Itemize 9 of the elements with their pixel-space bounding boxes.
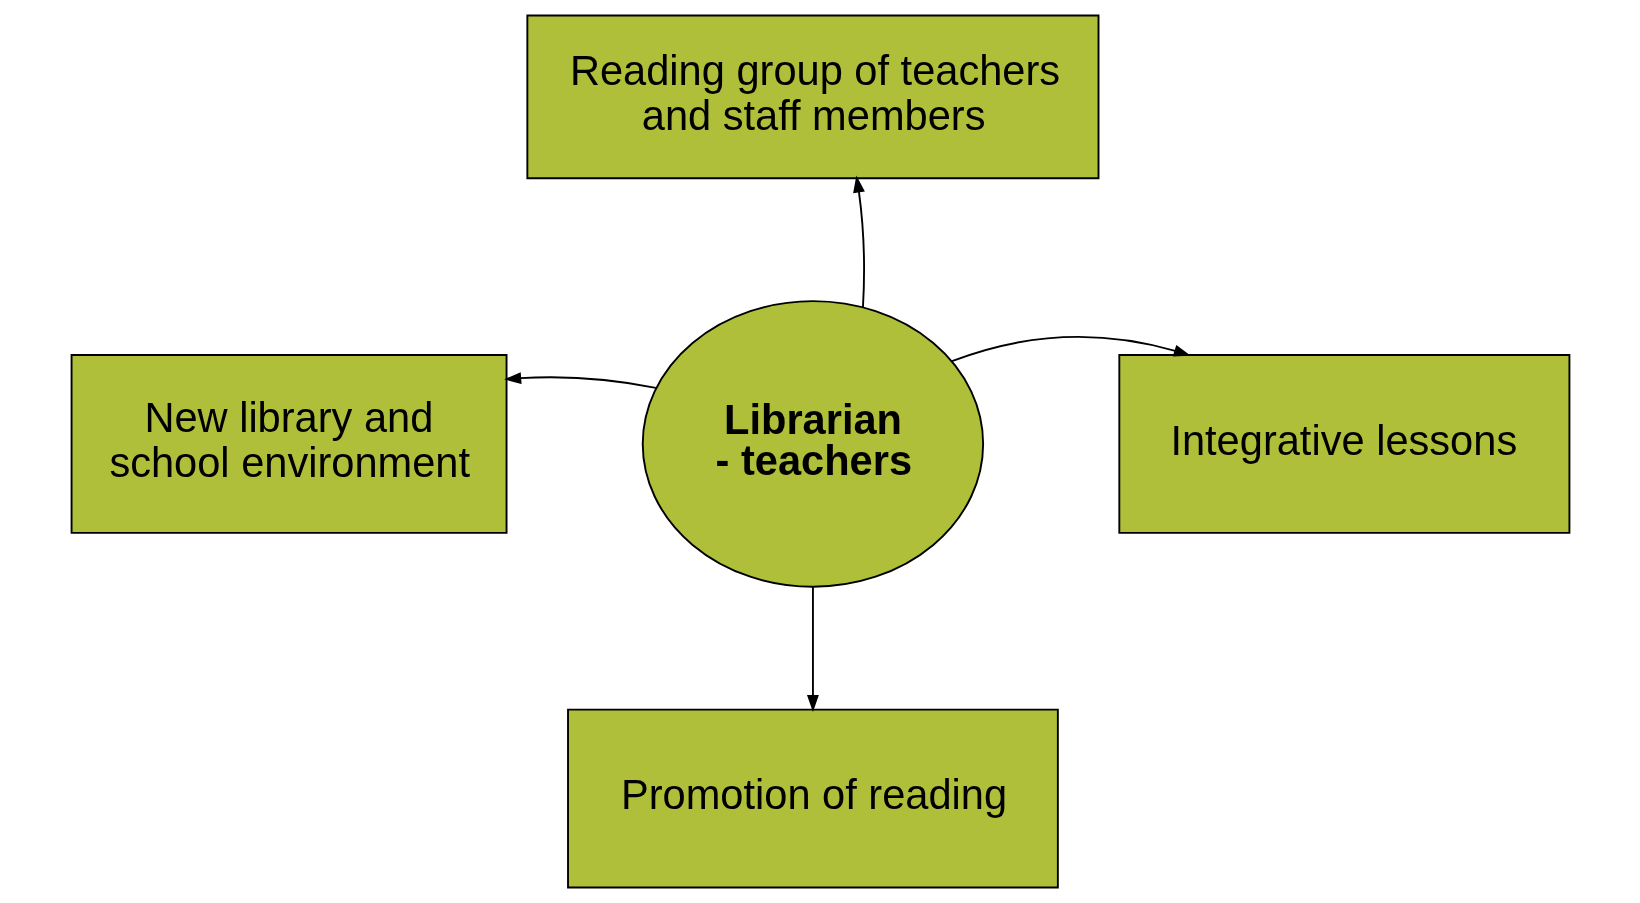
arrow [806, 586, 819, 713]
arrow [503, 372, 657, 389]
node-box: Reading group of teachers and staff members [525, 14, 1099, 180]
arrow [950, 335, 1191, 363]
node-box: Promotion of reading [566, 708, 1059, 889]
node-ellipse: Librarian - teachers [641, 300, 984, 588]
arrow [852, 175, 865, 308]
node-box: New library and school environment [70, 354, 507, 534]
node-box: Integrative lessons [1117, 354, 1570, 534]
